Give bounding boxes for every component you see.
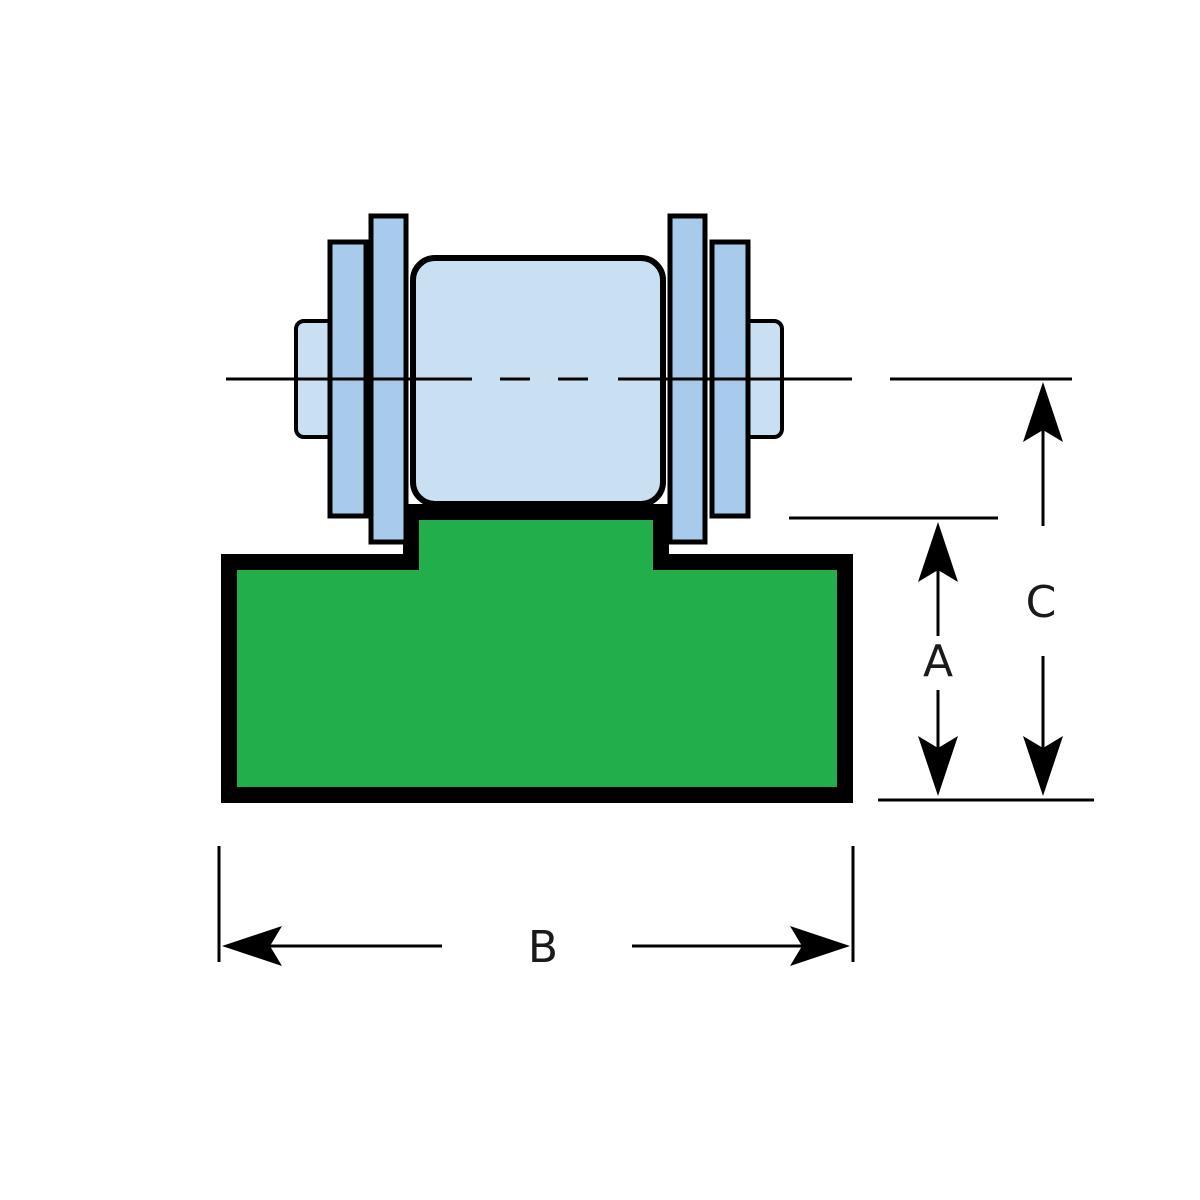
dimension-c-label: C [1026, 577, 1057, 628]
arrow-right-icon [790, 926, 850, 966]
arrow-up-icon [918, 522, 958, 582]
dimension-b-label: B [528, 922, 558, 973]
dimension-c: C [1023, 382, 1063, 796]
arrow-left-icon [222, 926, 282, 966]
arrow-down-icon [1023, 736, 1063, 796]
dimension-a: A [918, 522, 958, 796]
dimension-a-label: A [923, 636, 953, 687]
guide-profile [221, 504, 853, 803]
arrow-down-icon [918, 736, 958, 796]
dimension-b: B [217, 846, 855, 973]
roller [410, 255, 666, 507]
arrow-up-icon [1023, 382, 1063, 442]
